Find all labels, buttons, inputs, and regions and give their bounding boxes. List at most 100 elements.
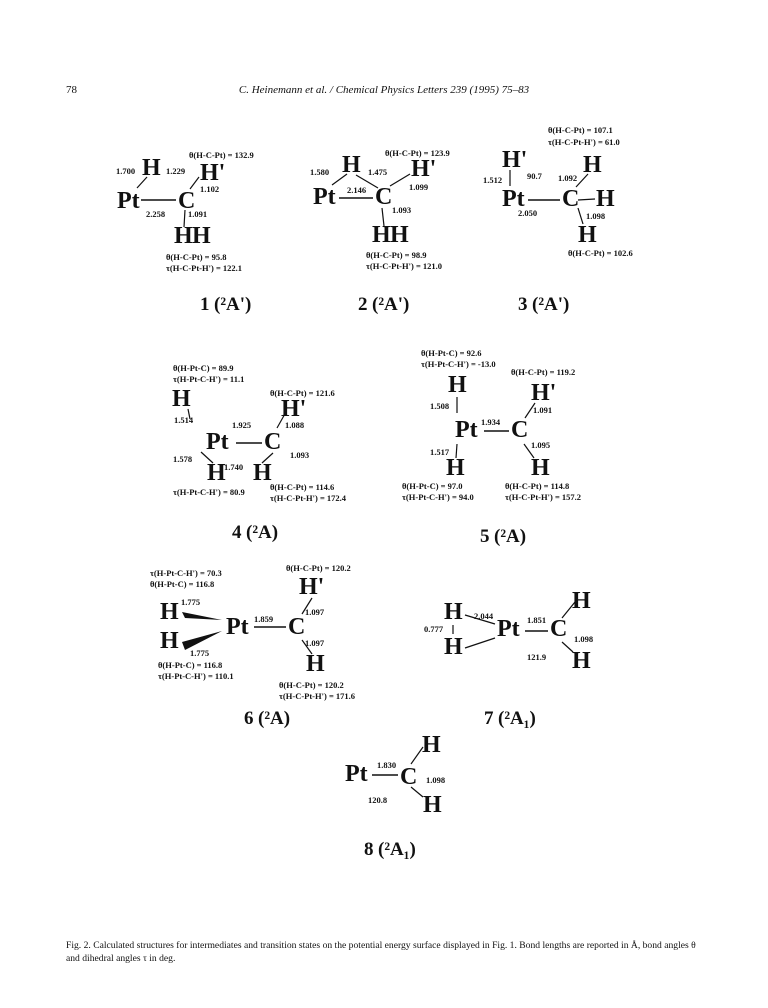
s7-angle: 121.9 [527, 652, 546, 662]
s5-label-state: (²A) [494, 526, 526, 547]
s5-theta-hptc: θ(H-Pt-C) = 92.6 [421, 348, 482, 358]
s3-atom-h-low: H [578, 222, 597, 248]
s3-atom-hp: H' [502, 147, 527, 173]
s2-bond-pt-h: 1.580 [310, 167, 329, 177]
s8-atom-h-top: H [422, 732, 441, 758]
s7-bond-line-h-pt-low [464, 637, 496, 649]
s1-atom-h-top: H [142, 155, 161, 181]
s3-tau-top: τ(H-C-Pt-H') = 61.0 [548, 137, 620, 147]
s6-tau-bot-r: τ(H-C-Pt-H') = 171.6 [279, 691, 355, 701]
s4-theta-hcpt: θ(H-C-Pt) = 121.6 [270, 388, 335, 398]
s2-bond-pt-c: 2.146 [347, 185, 366, 195]
s7-atom-h-left-top: H [444, 599, 463, 625]
running-title: C. Heinemann et al. / Chemical Physics L… [238, 84, 530, 96]
s8-label-num: 8 [364, 839, 374, 860]
s7-atom-h-low: H [572, 648, 591, 674]
s2-bond-c-h-low: 1.093 [392, 205, 411, 215]
s3-bond-pt-hp: 1.512 [483, 175, 502, 185]
s1-atom-pt: Pt [117, 188, 140, 214]
s5-bond-pt-h-low: 1.517 [430, 447, 450, 457]
s5-atom-h-low2: H [531, 455, 550, 481]
s3-label-num: 3 [518, 294, 528, 315]
s1-bond-line-pt-h [136, 176, 148, 189]
s7-bond-h-h: 0.777 [424, 624, 444, 634]
s4-bond-pt-h-low: 1.578 [173, 454, 192, 464]
s1-bond-c-hp: 1.102 [200, 184, 219, 194]
s7-atom-h-top: H [572, 588, 591, 614]
s2-atom-h-low: H [372, 222, 391, 248]
s7-bond-h-pt: 2.044 [474, 611, 494, 621]
s4-tau-bot: τ(H-C-Pt-H') = 172.4 [270, 493, 347, 503]
s7-bond-line-c-h-top [561, 601, 576, 619]
s2-label-num: 2 [358, 294, 368, 315]
s2-theta-top: θ(H-C-Pt) = 123.9 [385, 148, 450, 158]
s5-tau-bot-r: τ(H-C-Pt-H') = 157.2 [505, 492, 581, 502]
s8-bond-line-c-h-top [410, 746, 424, 765]
s3-label-state: (²A') [532, 294, 569, 315]
s2-atom-pt: Pt [313, 184, 336, 210]
s2-bond-c-hp: 1.099 [409, 182, 428, 192]
s2-bond-line-c-hp [389, 173, 411, 187]
s4-bond-c-h-low: 1.093 [290, 450, 309, 460]
s6-atom-hp: H' [299, 574, 324, 600]
s4-bond-line-c-hp [276, 411, 287, 429]
s6-theta-hcpt-bot: θ(H-C-Pt) = 120.2 [279, 680, 344, 690]
s5-theta-hcpt: θ(H-C-Pt) = 119.2 [511, 367, 575, 377]
s6-bond-pt-h-low: 1.775 [190, 648, 209, 658]
s6-wedge-top [182, 612, 222, 620]
s4-label-num: 4 [232, 522, 242, 543]
s2-theta-bot: θ(H-C-Pt) = 98.9 [366, 250, 427, 260]
s2-atom-h-top: H [342, 152, 361, 178]
s6-bond-c-hp: 1.097 [305, 607, 325, 617]
s1-label-num: 1 [200, 294, 210, 315]
s5-bond-pt-h-top: 1.508 [430, 401, 449, 411]
s2-bond-line-h-c [355, 174, 379, 189]
s8-label-state: (²A₁) [378, 839, 416, 860]
s5-tau-bot-l: τ(H-Pt-C-H') = 94.0 [402, 492, 474, 502]
s4-theta-hptc: θ(H-Pt-C) = 89.9 [173, 363, 234, 373]
s6-theta-hcpt-top: θ(H-C-Pt) = 120.2 [286, 563, 351, 573]
s6-tau-bot: τ(H-Pt-C-H') = 110.1 [158, 671, 234, 681]
s2-atom-hp: H' [411, 156, 436, 182]
s8-bond-c-h: 1.098 [426, 775, 445, 785]
s3-atom-h-right: H [596, 186, 615, 212]
s4-atom-hp: H' [281, 396, 306, 422]
s7-bond-pt-c: 1.851 [527, 615, 546, 625]
s3-bond-c-h-low: 1.098 [586, 211, 605, 221]
s6-bond-pt-c: 1.859 [254, 614, 273, 624]
structure-3: θ(H-C-Pt) = 107.1 τ(H-C-Pt-H') = 61.0 H'… [483, 125, 633, 315]
s4-atom-c: C [264, 429, 281, 455]
s1-theta-bot: θ(H-C-Pt) = 95.8 [166, 252, 227, 262]
s1-atom-h-low2: H [192, 223, 211, 249]
s5-atom-h-low: H [446, 455, 465, 481]
s2-atom-h-low2: H [390, 222, 409, 248]
s5-bond-c-h-low: 1.095 [531, 440, 550, 450]
structure-4: θ(H-Pt-C) = 89.9 τ(H-Pt-C-H') = 11.1 H θ… [172, 363, 347, 543]
s7-atom-h-left-low: H [444, 634, 463, 660]
s7-label-num: 7 [484, 708, 494, 729]
s6-theta-bot: θ(H-Pt-C) = 116.8 [158, 660, 222, 670]
s7-label-state: (²A₁) [498, 708, 536, 729]
s1-bond-line-c-hp [189, 176, 200, 190]
s8-atom-c: C [400, 764, 417, 790]
s4-theta-bot: θ(H-C-Pt) = 114.6 [270, 482, 334, 492]
s1-bond-pt-h: 1.700 [116, 166, 135, 176]
s4-bond-c-hp: 1.088 [285, 420, 304, 430]
s7-bond-line-h-pt-top [464, 614, 496, 625]
s5-atom-pt: Pt [455, 417, 478, 443]
s6-tau-top: τ(H-Pt-C-H') = 70.3 [150, 568, 222, 578]
s6-atom-h-low: H [160, 628, 179, 654]
page-number: 78 [66, 84, 77, 96]
s1-bond-pt-c: 2.258 [146, 209, 165, 219]
s5-bond-line-c-h-low [523, 443, 535, 459]
s4-atom-pt: Pt [206, 429, 229, 455]
figure-caption: Fig. 2. Calculated structures for interm… [66, 940, 696, 964]
s1-bond-c-h-top: 1.229 [166, 166, 185, 176]
s4-bond-line-pt-h-low [200, 451, 214, 464]
s3-theta-right: θ(H-C-Pt) = 102.6 [568, 248, 633, 258]
s5-atom-hp: H' [531, 380, 556, 406]
s4-bond-pt-h-top: 1.514 [174, 415, 194, 425]
s1-bond-c-h-low: 1.091 [188, 209, 207, 219]
s2-atom-c: C [375, 184, 392, 210]
